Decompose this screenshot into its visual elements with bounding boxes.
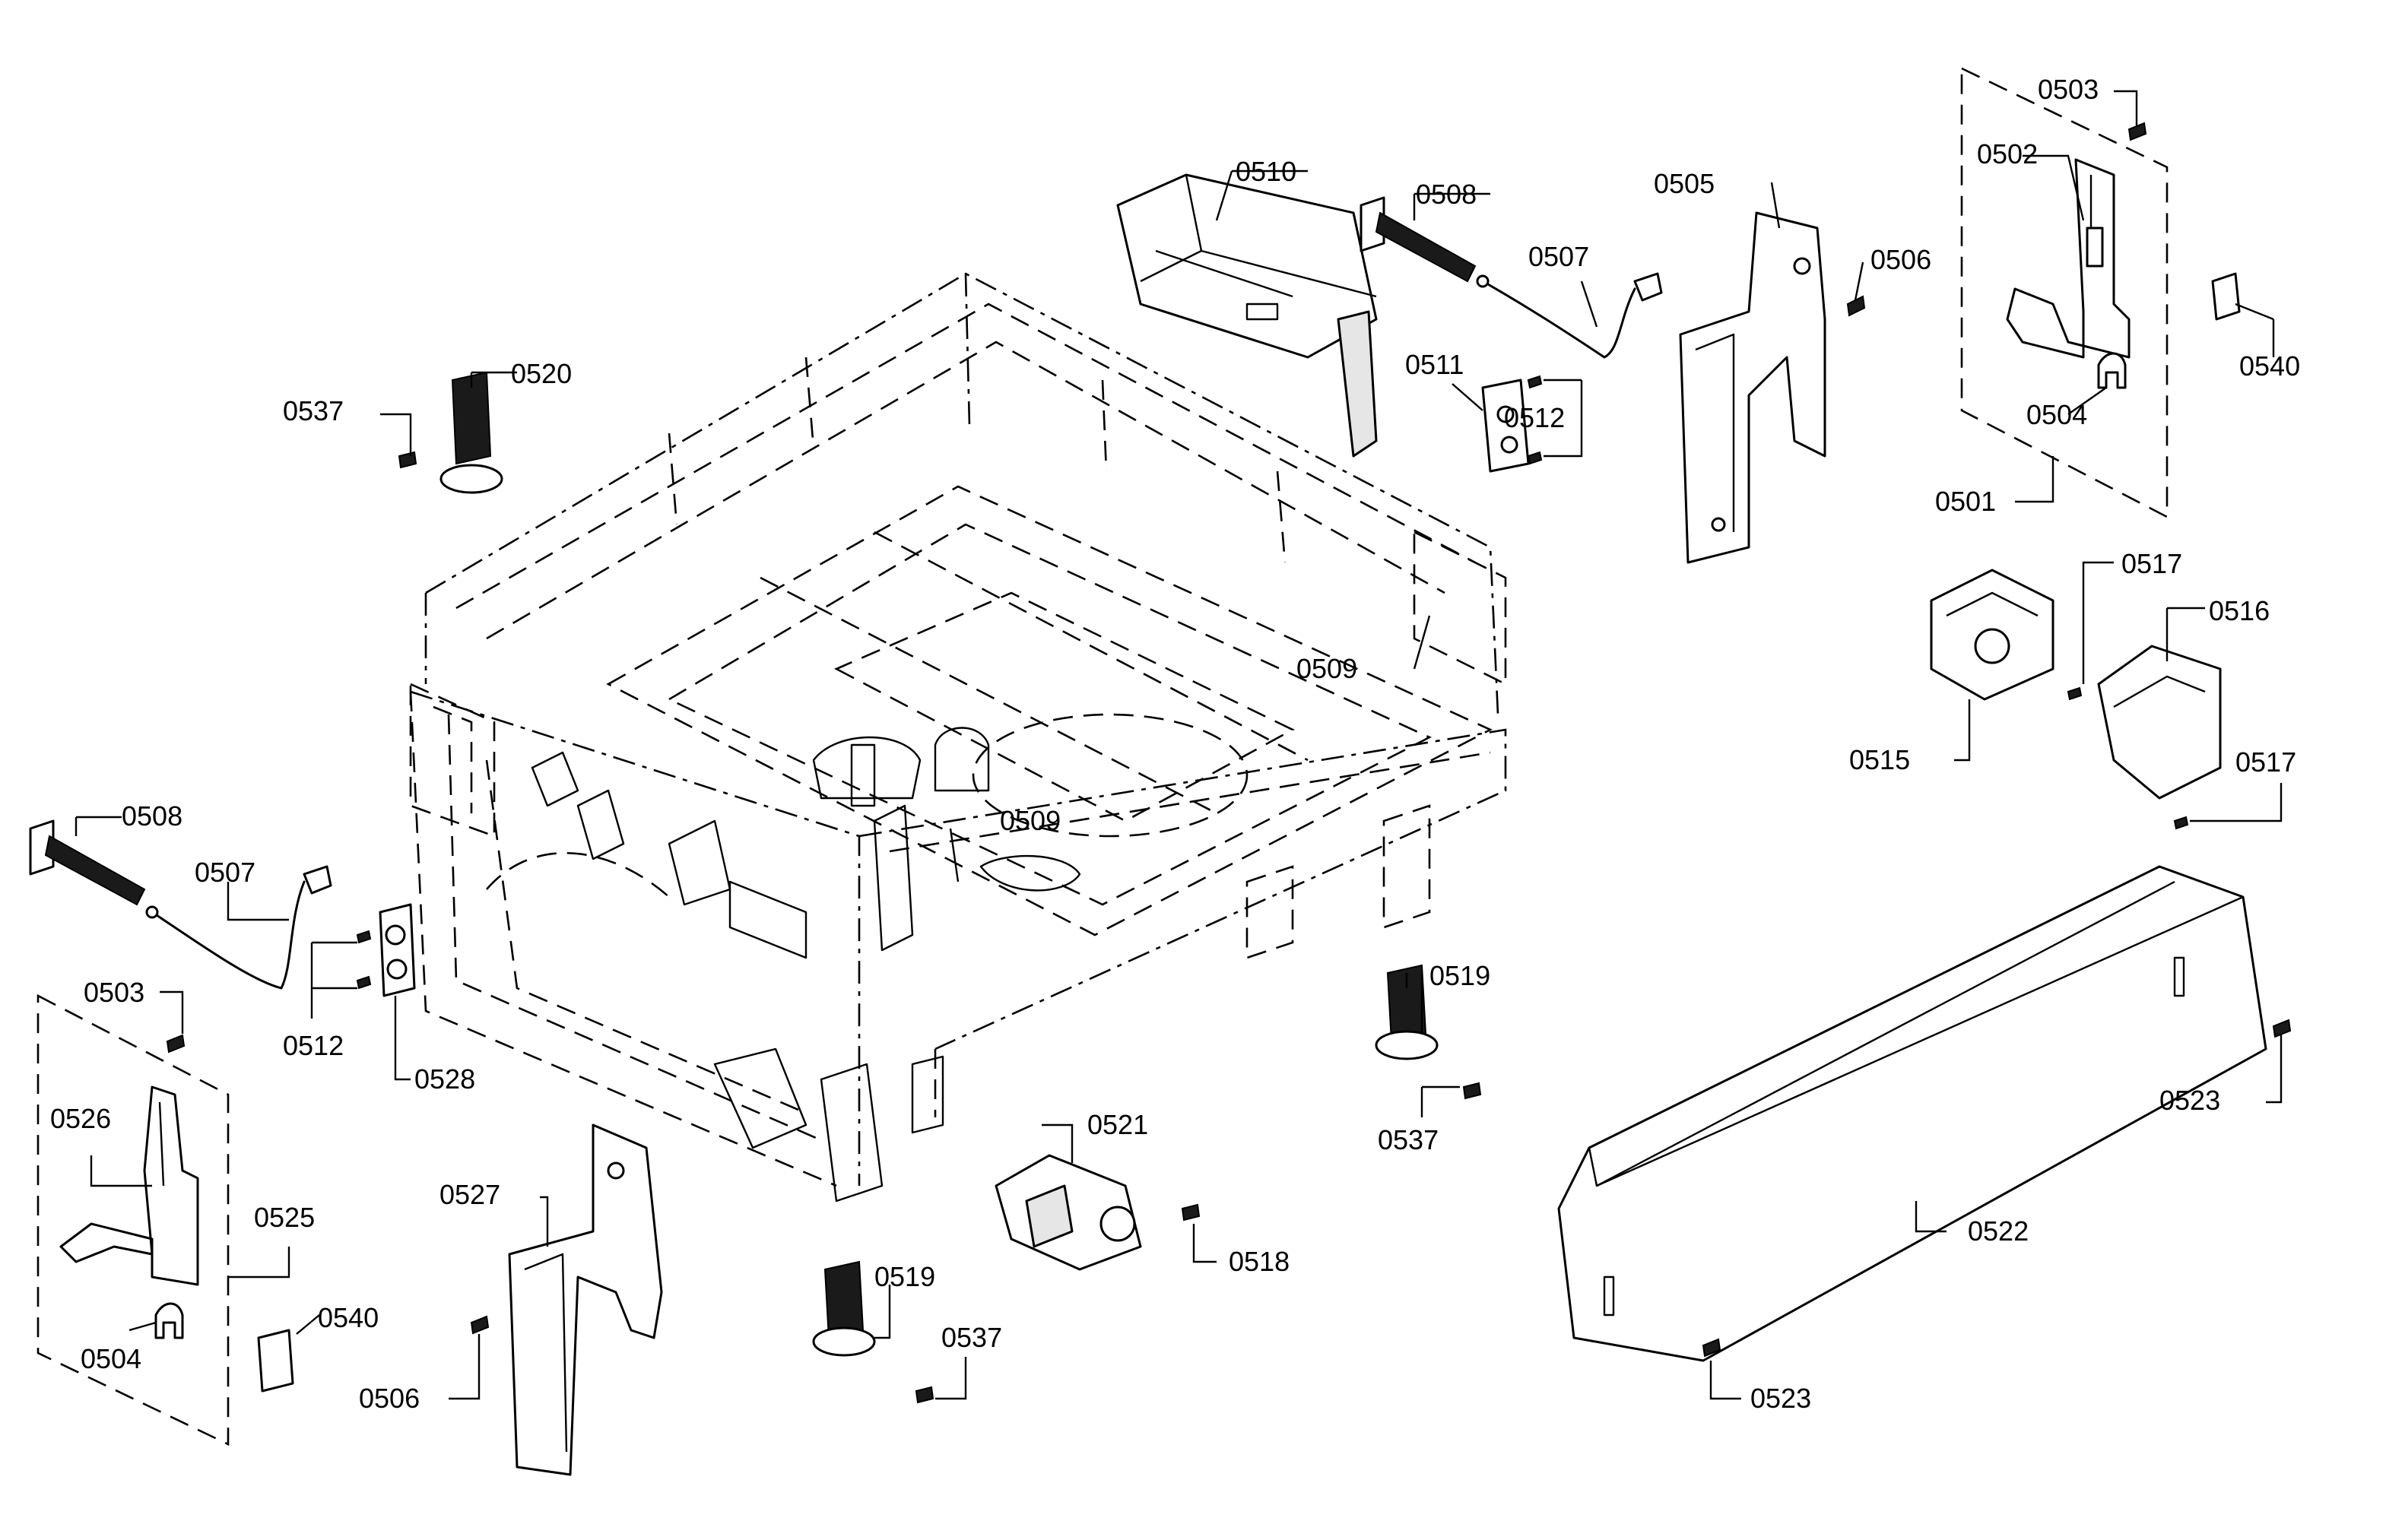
label-0512-left: 0512 — [283, 1030, 344, 1061]
label-0537-bottom: 0537 — [941, 1322, 1002, 1353]
label-0523-right: 0523 — [2159, 1085, 2220, 1116]
label-0509-right: 0509 — [1296, 653, 1357, 684]
part-0508-spring-right — [1360, 196, 1477, 283]
part-0522-kickplate — [1557, 865, 2292, 1362]
label-0503-left: 0503 — [84, 977, 144, 1008]
part-0525-hinge-kit-left — [36, 993, 230, 1447]
part-0516-cover — [2097, 645, 2222, 800]
label-0527: 0527 — [439, 1179, 500, 1210]
label-0540-left: 0540 — [318, 1302, 379, 1333]
label-0523-bottom: 0523 — [1750, 1383, 1811, 1414]
part-number-labels: 0510 0508 0507 0505 0506 0503 0502 0540 … — [50, 74, 2300, 1414]
label-0508-right: 0508 — [1416, 179, 1477, 210]
part-0520-foot — [398, 371, 503, 494]
label-0521: 0521 — [1087, 1109, 1148, 1140]
label-0509-mid: 0509 — [1000, 805, 1061, 836]
part-0540-clip-right — [2211, 272, 2241, 321]
label-0515: 0515 — [1849, 744, 1910, 775]
part-0508-spring-left — [29, 819, 146, 906]
part-0540-clip-left — [257, 1329, 294, 1393]
label-0512-right: 0512 — [1504, 402, 1565, 433]
label-0528: 0528 — [414, 1063, 475, 1095]
part-0507-cable-left — [145, 865, 332, 990]
label-0507-right: 0507 — [1528, 241, 1589, 272]
label-0507-left: 0507 — [195, 857, 255, 888]
part-0519-foot-left — [812, 1260, 934, 1404]
part-0507-cable-right — [1476, 272, 1663, 359]
label-0506-right: 0506 — [1870, 244, 1931, 275]
label-0508-left: 0508 — [122, 800, 182, 832]
label-0520: 0520 — [511, 358, 572, 389]
tub-base-assembly — [409, 272, 1507, 1203]
label-0501: 0501 — [1935, 486, 1996, 517]
label-0525: 0525 — [254, 1202, 315, 1233]
label-0540-right: 0540 — [2239, 350, 2300, 382]
label-0522: 0522 — [1968, 1215, 2029, 1247]
label-0537-top-left: 0537 — [283, 395, 344, 426]
label-0511: 0511 — [1405, 349, 1464, 380]
label-0504-left: 0504 — [81, 1343, 141, 1374]
label-0517-top: 0517 — [2121, 548, 2182, 579]
label-0519-right: 0519 — [1429, 960, 1490, 991]
part-0512-screws-right — [1527, 375, 1543, 465]
label-0517-bottom: 0517 — [2235, 746, 2296, 778]
part-0505-hinge-right — [1679, 211, 1826, 564]
part-0511-bracket — [1481, 379, 1530, 473]
label-0537-right: 0537 — [1378, 1124, 1439, 1155]
label-0503-right: 0503 — [2038, 74, 2099, 105]
label-0510: 0510 — [1236, 156, 1296, 187]
label-0519-left: 0519 — [874, 1261, 935, 1292]
part-0517-screws — [2067, 686, 2189, 830]
part-0521-valve — [995, 1154, 1201, 1271]
part-0528-bracket-left — [356, 903, 416, 997]
part-0510-module — [1116, 173, 1378, 458]
label-0505: 0505 — [1654, 168, 1715, 199]
label-0516: 0516 — [2209, 595, 2270, 626]
part-0506-screw-right — [1846, 295, 1866, 317]
label-0502: 0502 — [1977, 138, 2038, 170]
label-0526: 0526 — [50, 1103, 111, 1134]
leader-lines — [75, 90, 2283, 1400]
label-0506-left: 0506 — [359, 1383, 420, 1414]
label-0518: 0518 — [1229, 1246, 1290, 1277]
part-0519-foot-right — [1375, 964, 1482, 1100]
part-0527-hinge-left — [470, 1123, 663, 1476]
label-0504-right: 0504 — [2026, 399, 2087, 430]
part-0501-hinge-kit-right — [1960, 66, 2169, 519]
part-0515-sensor-mount — [1930, 569, 2054, 701]
